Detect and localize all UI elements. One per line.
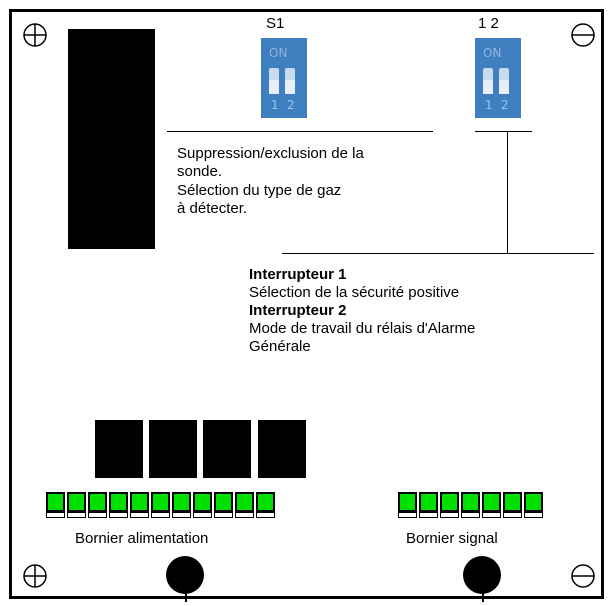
terminal-screw [482,492,501,518]
dip-toggle-2[interactable] [285,68,295,94]
slot-hole-icon [571,564,595,588]
dip-number-1: 1 [485,98,493,112]
component-block-3 [203,420,251,478]
interrupteur-1-title: Interrupteur 1 [249,266,347,283]
terminal-screw [398,492,417,518]
interrupteur-2-description-line1: Mode de travail du rélais d'Alarme [249,320,476,337]
component-block-2 [149,420,197,478]
circuit-board: S1 1 2 ON 1 2 ON 1 2 Suppression/exclusi… [9,9,604,602]
terminal-screw [130,492,149,518]
s2-vertical-leader [507,131,508,253]
signal-label: Bornier signal [406,530,498,547]
s1-description-line1: Suppression/exclusion de la [177,145,364,162]
terminal-screw [151,492,170,518]
terminal-screw [235,492,254,518]
terminal-screw [109,492,128,518]
terminal-screw [46,492,65,518]
s1-label: S1 [266,15,285,32]
cable-alimentation [185,592,187,602]
terminal-block-alimentation [46,492,277,518]
component-block-4 [258,420,306,478]
crosshair-hole-icon [23,564,47,588]
dip-number-2: 2 [501,98,509,112]
interrupteur-2-title: Interrupteur 2 [249,302,347,319]
terminal-screw [214,492,233,518]
s2-leader-line [475,131,532,132]
slot-hole-icon [571,23,595,47]
s1-description-line2: sonde. [177,163,223,180]
terminal-screw [461,492,480,518]
terminal-block-signal [398,492,545,518]
s1-description-line4: à détecter. [177,200,248,217]
interrupteur-1-description: Sélection de la sécurité positive [249,284,460,301]
dip-switch-s2[interactable]: ON 1 2 [475,38,521,118]
dip-on-label: ON [269,46,288,60]
dip-toggle-1[interactable] [483,68,493,94]
terminal-screw [172,492,191,518]
s1-leader-line [167,131,433,132]
component-block-1 [95,420,143,478]
cable-gland-signal [463,556,501,594]
terminal-screw [440,492,459,518]
terminal-screw [256,492,275,518]
terminal-screw [88,492,107,518]
interrupteur-2-description-line2: Générale [249,338,311,355]
terminal-screw [503,492,522,518]
alimentation-label: Bornier alimentation [75,530,209,547]
terminal-screw [67,492,86,518]
crosshair-hole-icon [23,23,47,47]
dip-switch-s1[interactable]: ON 1 2 [261,38,307,118]
terminal-screw [419,492,438,518]
s1-description-line3: Sélection du type de gaz [177,182,342,199]
relay-component [68,29,155,249]
s2-label: 1 2 [478,15,499,32]
dip-number-2: 2 [287,98,295,112]
cable-gland-alimentation [166,556,204,594]
cable-signal [482,592,484,602]
terminal-screw [524,492,543,518]
terminal-screw [193,492,212,518]
dip-on-label: ON [483,46,502,60]
dip-toggle-1[interactable] [269,68,279,94]
interrupteur-leader-line [282,253,594,254]
dip-number-1: 1 [271,98,279,112]
dip-toggle-2[interactable] [499,68,509,94]
